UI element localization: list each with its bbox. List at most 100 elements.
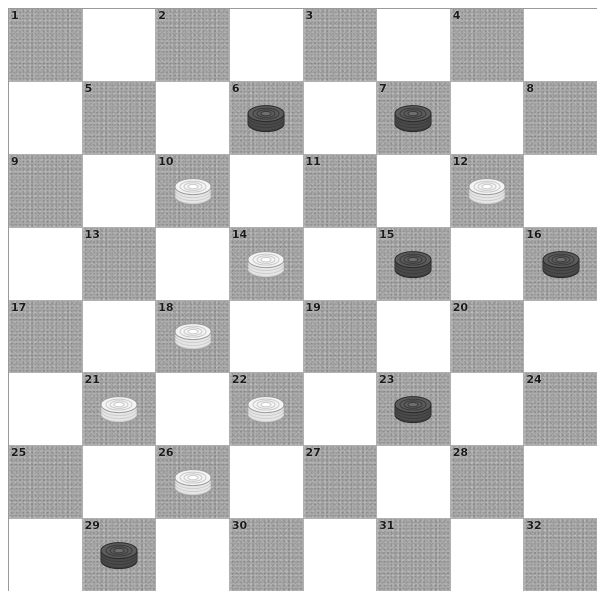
board-square-30[interactable]: 30 bbox=[230, 519, 304, 591]
board-square-20[interactable]: 20 bbox=[451, 301, 525, 374]
square-number: 24 bbox=[526, 374, 541, 385]
board-square-17[interactable]: 17 bbox=[9, 301, 83, 374]
board-square-21[interactable]: 21 bbox=[83, 373, 157, 446]
dark-checker-piece[interactable] bbox=[392, 245, 434, 285]
square-number: 6 bbox=[232, 83, 240, 94]
board-square-32[interactable]: 32 bbox=[524, 519, 597, 591]
square-number: 28 bbox=[453, 447, 468, 458]
board-square-light[interactable] bbox=[304, 82, 378, 155]
board-square-light[interactable] bbox=[230, 9, 304, 82]
board-square-12[interactable]: 12 bbox=[451, 155, 525, 228]
square-number: 22 bbox=[232, 374, 247, 385]
board-square-18[interactable]: 18 bbox=[156, 301, 230, 374]
square-number: 20 bbox=[453, 302, 468, 313]
board-square-31[interactable]: 31 bbox=[377, 519, 451, 591]
board-square-light[interactable] bbox=[377, 155, 451, 228]
board-square-light[interactable] bbox=[377, 446, 451, 519]
board-square-14[interactable]: 14 bbox=[230, 228, 304, 301]
board-square-light[interactable] bbox=[524, 155, 597, 228]
board-square-light[interactable] bbox=[377, 9, 451, 82]
board-square-26[interactable]: 26 bbox=[156, 446, 230, 519]
square-number: 17 bbox=[11, 302, 26, 313]
square-number: 29 bbox=[85, 520, 100, 531]
board-square-light[interactable] bbox=[9, 519, 83, 591]
board-square-light[interactable] bbox=[83, 9, 157, 82]
square-number: 3 bbox=[306, 10, 314, 21]
light-checker-piece[interactable] bbox=[172, 464, 214, 504]
board-square-light[interactable] bbox=[9, 228, 83, 301]
board-square-light[interactable] bbox=[156, 82, 230, 155]
board-square-27[interactable]: 27 bbox=[304, 446, 378, 519]
board-square-light[interactable] bbox=[451, 373, 525, 446]
square-number: 8 bbox=[526, 83, 534, 94]
board-square-light[interactable] bbox=[156, 519, 230, 591]
board-square-23[interactable]: 23 bbox=[377, 373, 451, 446]
dark-checker-piece[interactable] bbox=[392, 99, 434, 139]
dark-checker-piece[interactable] bbox=[392, 391, 434, 431]
board-square-light[interactable] bbox=[156, 373, 230, 446]
square-number: 7 bbox=[379, 83, 387, 94]
board-square-light[interactable] bbox=[156, 228, 230, 301]
board-square-25[interactable]: 25 bbox=[9, 446, 83, 519]
square-number: 9 bbox=[11, 156, 19, 167]
board-square-29[interactable]: 29 bbox=[83, 519, 157, 591]
square-number: 11 bbox=[306, 156, 321, 167]
board-square-5[interactable]: 5 bbox=[83, 82, 157, 155]
light-checker-piece[interactable] bbox=[172, 318, 214, 358]
board-square-13[interactable]: 13 bbox=[83, 228, 157, 301]
board-square-7[interactable]: 7 bbox=[377, 82, 451, 155]
board-square-light[interactable] bbox=[230, 155, 304, 228]
board-square-24[interactable]: 24 bbox=[524, 373, 597, 446]
board-square-light[interactable] bbox=[83, 155, 157, 228]
board-square-8[interactable]: 8 bbox=[524, 82, 597, 155]
board-square-light[interactable] bbox=[304, 373, 378, 446]
board-square-19[interactable]: 19 bbox=[304, 301, 378, 374]
board-square-28[interactable]: 28 bbox=[451, 446, 525, 519]
board-square-light[interactable] bbox=[451, 228, 525, 301]
board-square-4[interactable]: 4 bbox=[451, 9, 525, 82]
dark-checker-piece[interactable] bbox=[98, 537, 140, 577]
board-square-1[interactable]: 1 bbox=[9, 9, 83, 82]
board-square-light[interactable] bbox=[451, 82, 525, 155]
board-square-22[interactable]: 22 bbox=[230, 373, 304, 446]
board-square-15[interactable]: 15 bbox=[377, 228, 451, 301]
square-number: 14 bbox=[232, 229, 247, 240]
board-square-light[interactable] bbox=[524, 301, 597, 374]
board-square-light[interactable] bbox=[451, 519, 525, 591]
light-checker-piece[interactable] bbox=[172, 172, 214, 212]
board-square-light[interactable] bbox=[230, 446, 304, 519]
light-checker-piece[interactable] bbox=[245, 391, 287, 431]
board-square-10[interactable]: 10 bbox=[156, 155, 230, 228]
square-number: 32 bbox=[526, 520, 541, 531]
board-square-11[interactable]: 11 bbox=[304, 155, 378, 228]
light-checker-piece[interactable] bbox=[98, 391, 140, 431]
dark-checker-piece[interactable] bbox=[245, 99, 287, 139]
board-square-2[interactable]: 2 bbox=[156, 9, 230, 82]
board-square-16[interactable]: 16 bbox=[524, 228, 597, 301]
board-square-9[interactable]: 9 bbox=[9, 155, 83, 228]
board-square-light[interactable] bbox=[83, 446, 157, 519]
square-number: 1 bbox=[11, 10, 19, 21]
board-square-light[interactable] bbox=[230, 301, 304, 374]
light-checker-piece[interactable] bbox=[245, 245, 287, 285]
square-number: 13 bbox=[85, 229, 100, 240]
board-square-light[interactable] bbox=[304, 519, 378, 591]
square-number: 4 bbox=[453, 10, 461, 21]
board-square-light[interactable] bbox=[9, 373, 83, 446]
square-number: 23 bbox=[379, 374, 394, 385]
board-square-3[interactable]: 3 bbox=[304, 9, 378, 82]
light-checker-piece[interactable] bbox=[466, 172, 508, 212]
board-square-light[interactable] bbox=[9, 82, 83, 155]
board-square-light[interactable] bbox=[304, 228, 378, 301]
square-number: 27 bbox=[306, 447, 321, 458]
board-square-light[interactable] bbox=[377, 301, 451, 374]
board-square-light[interactable] bbox=[83, 301, 157, 374]
board-square-light[interactable] bbox=[524, 446, 597, 519]
square-number: 19 bbox=[306, 302, 321, 313]
dark-checker-piece[interactable] bbox=[540, 245, 582, 285]
square-number: 10 bbox=[158, 156, 173, 167]
board-square-6[interactable]: 6 bbox=[230, 82, 304, 155]
board-square-light[interactable] bbox=[524, 9, 597, 82]
square-number: 5 bbox=[85, 83, 93, 94]
